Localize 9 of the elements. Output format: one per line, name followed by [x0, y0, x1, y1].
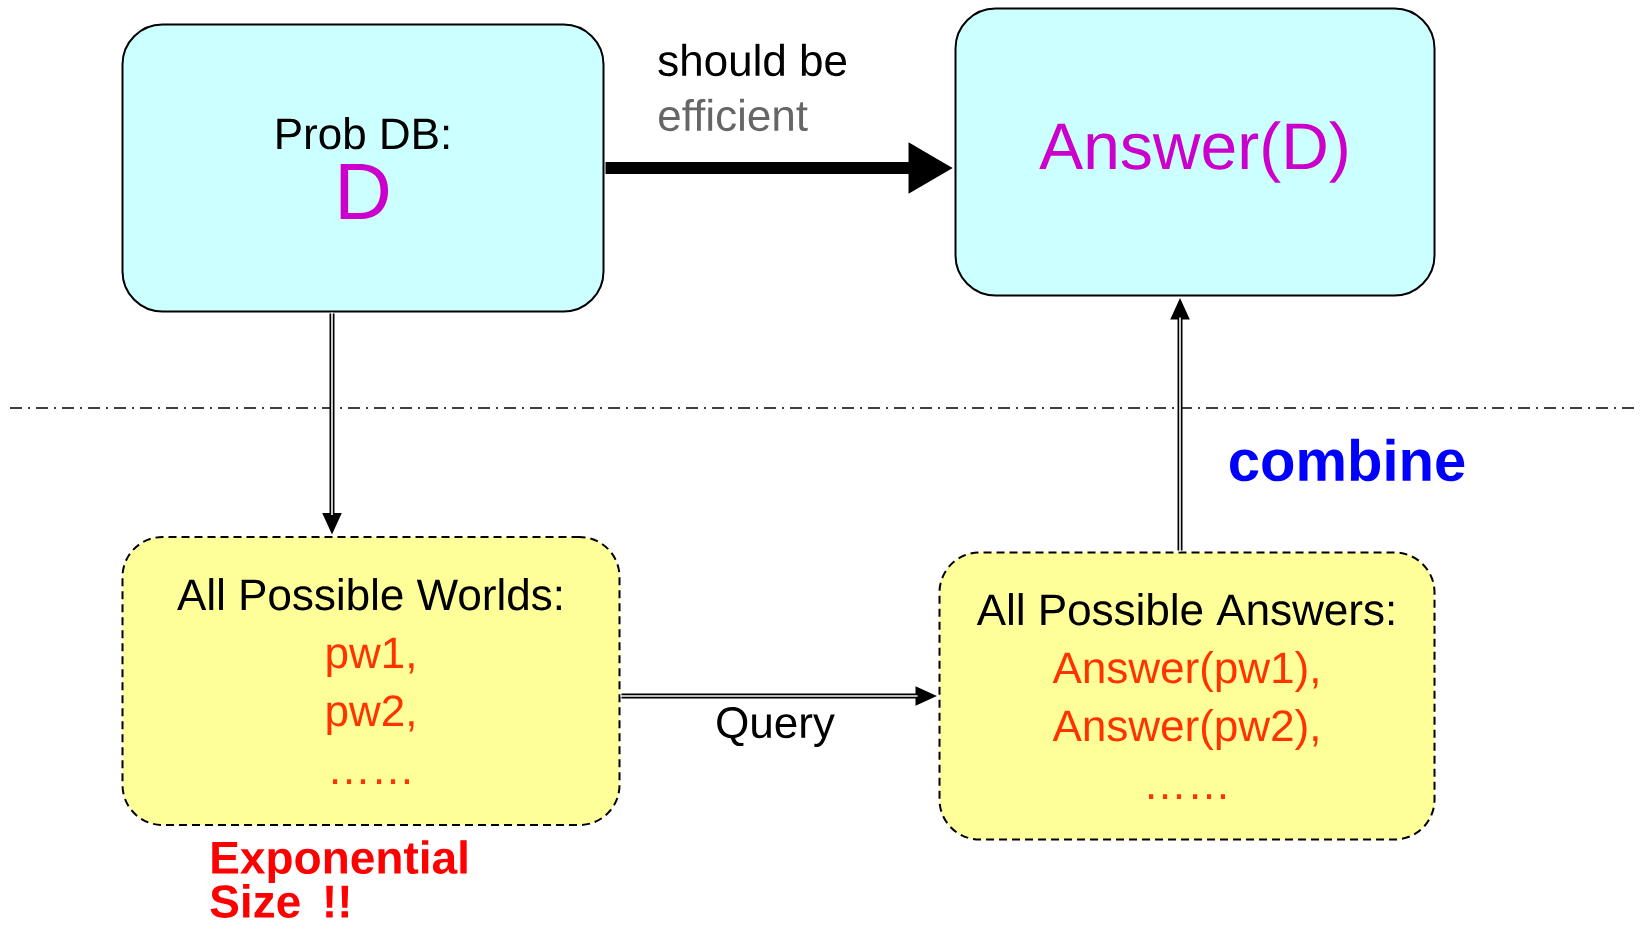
dashed-box: All Possible Worlds: pw1, pw2, …… [121, 536, 621, 826]
edge-label: should be [658, 43, 846, 77]
note-text: Exponential Size !! [210, 840, 467, 918]
note-text: efficient [659, 98, 808, 132]
edge-label: Query [717, 707, 835, 747]
rounded-box: Answer(D) [954, 7, 1436, 297]
dashed-box: All Possible Answers: Answer(pw1), Answer(pw2), …… [938, 551, 1436, 841]
edge-label: combine [1230, 438, 1465, 482]
rounded-box: Prob DB: D [121, 23, 605, 313]
